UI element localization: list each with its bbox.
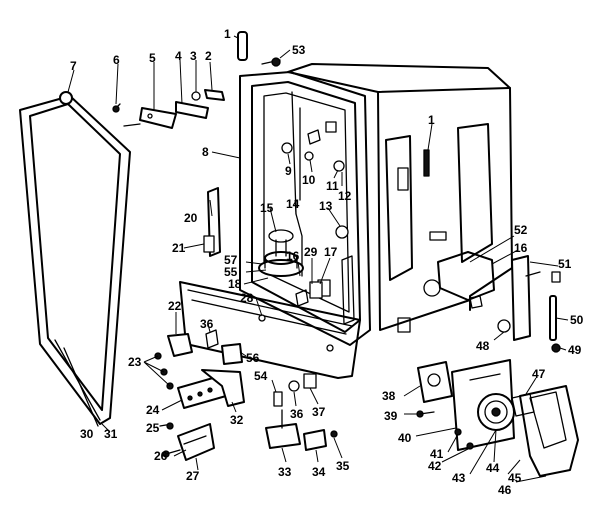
callout-47: 47: [532, 367, 546, 381]
callout-56: 56: [246, 351, 260, 365]
callout-57: 57: [224, 253, 238, 267]
callout-29: 29: [304, 245, 318, 259]
callout-22: 22: [168, 299, 182, 313]
callout-36-left: 36: [200, 317, 214, 331]
callout-23: 23: [128, 355, 142, 369]
callout-53: 53: [292, 43, 306, 57]
callout-35: 35: [336, 459, 350, 473]
callout-31: 31: [104, 427, 118, 441]
callout-38: 38: [382, 389, 396, 403]
callout-50: 50: [570, 313, 584, 327]
callout-20: 20: [184, 211, 198, 225]
callout-2: 2: [205, 49, 212, 63]
callout-36-center: 36: [290, 407, 304, 421]
callout-28: 28: [240, 291, 254, 305]
callout-30: 30: [80, 427, 94, 441]
callout-45: 45: [508, 471, 522, 485]
callout-16-center: 16: [286, 249, 300, 263]
callout-4: 4: [175, 49, 182, 63]
door-gasket: [19, 95, 131, 427]
callout-44: 44: [486, 461, 500, 475]
callout-9: 9: [285, 164, 292, 178]
callout-14: 14: [286, 197, 300, 211]
callout-48: 48: [476, 339, 490, 353]
callout-6: 6: [113, 53, 120, 67]
callout-3: 3: [190, 49, 197, 63]
callout-52: 52: [514, 223, 528, 237]
callout-7: 7: [70, 59, 77, 73]
callout-17: 17: [324, 245, 338, 259]
callout-27: 27: [186, 469, 200, 483]
callout-26: 26: [154, 449, 168, 463]
leader-lines: [67, 35, 569, 483]
callout-34: 34: [312, 465, 326, 479]
callout-1-side: 1: [428, 113, 435, 127]
callout-5: 5: [149, 51, 156, 65]
callout-13: 13: [319, 199, 333, 213]
callout-10: 10: [302, 173, 316, 187]
callout-16-right: 16: [514, 241, 528, 255]
lower-front-frame: [179, 187, 361, 379]
callout-24: 24: [146, 403, 160, 417]
callout-labels: 1 53 2 3 4 5 6 7 8 9 10 11 12 1 13 14 15…: [70, 27, 584, 497]
callout-1-top: 1: [224, 27, 231, 41]
callout-15: 15: [260, 201, 274, 215]
callout-49: 49: [568, 343, 582, 357]
callout-8: 8: [202, 145, 209, 159]
lower-left-parts: [154, 329, 245, 461]
callout-51: 51: [558, 257, 572, 271]
callout-11: 11: [326, 179, 339, 193]
control-assembly: [416, 255, 579, 477]
callout-32: 32: [230, 413, 244, 427]
callout-43: 43: [452, 471, 466, 485]
callout-37: 37: [312, 405, 326, 419]
callout-18: 18: [228, 277, 242, 291]
callout-21: 21: [172, 241, 186, 255]
callout-46: 46: [498, 483, 512, 497]
callout-33: 33: [278, 465, 292, 479]
callout-55: 55: [224, 265, 238, 279]
callout-12: 12: [338, 189, 352, 203]
top-hardware: [59, 31, 281, 129]
callout-42: 42: [428, 459, 442, 473]
callout-39: 39: [384, 409, 398, 423]
callout-40: 40: [398, 431, 412, 445]
callout-25: 25: [146, 421, 160, 435]
callout-54: 54: [254, 369, 268, 383]
lower-center-parts: [265, 373, 338, 451]
callout-41: 41: [430, 447, 444, 461]
